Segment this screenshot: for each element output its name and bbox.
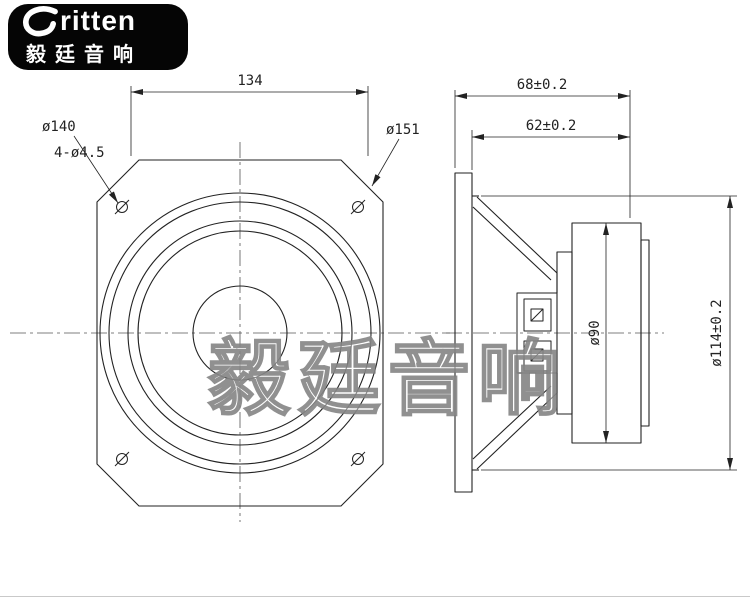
dim-bolt-circle: ø140 [42,119,76,135]
mounting-hole [116,453,128,465]
basket-wall-top-inner [472,206,552,281]
hole-center-tick [114,451,130,467]
terminal-plate [516,292,558,374]
terminal-block [516,292,558,374]
hole-center-tick [350,451,366,467]
front-view [96,159,384,507]
dim-gasket-diameter: ø151 [386,122,420,138]
basket-wall-bottom-outer [476,392,558,470]
front-dimensions [73,86,400,204]
back-plate [640,239,650,427]
front-dimension-labels: 134 ø140 4-ø4.5 ø151 [42,73,420,161]
terminal-lug-bottom [523,340,552,372]
terminal-slot-tick [530,308,544,322]
logo-chinese-text: 毅廷音响 [26,42,142,66]
leader-gasket [371,138,400,187]
mounting-holes [114,199,366,467]
mounting-hole [352,453,364,465]
dim-front-width: 134 [237,73,262,89]
dim-mounting-holes: 4-ø4.5 [54,145,105,161]
side-dimensions [454,90,737,471]
terminal-lug-top [523,298,552,332]
mounting-hole [352,201,364,213]
side-view [454,172,650,493]
cone-edge-circle [137,230,343,436]
terminal-slot-bottom [530,348,544,362]
logo-brand-row: ritten [22,5,188,37]
eritten-swoosh-icon [22,5,58,37]
logo-brand-text: ritten [60,5,136,36]
dust-cap-circle [192,285,288,381]
hole-center-tick [114,199,130,215]
basket-wall-bottom-inner [472,385,552,460]
logo: ritten 毅廷音响 [8,4,188,70]
basket-wall-top-outer [476,196,558,274]
center-lines [10,142,664,522]
hole-center-tick [350,199,366,215]
surround-outer-circle [127,220,353,446]
gasket-inner-circle [108,201,372,465]
terminal-slot-tick [530,348,544,362]
mounting-hole [116,201,128,213]
dim-total-depth: 68±0.2 [517,77,568,93]
gasket-outer-circle [99,192,381,474]
side-dimension-labels: 68±0.2 62±0.2 ø90 ø114±0.2 [517,77,725,367]
side-flange [454,172,473,493]
front-flange-outline [96,159,384,507]
bottom-rule [0,596,750,597]
dim-magnet-diameter: ø90 [587,320,603,345]
leader-holes [73,135,119,204]
dim-basket-diameter: ø114±0.2 [709,299,725,366]
dim-body-depth: 62±0.2 [526,118,577,134]
terminal-slot-top [530,308,544,322]
